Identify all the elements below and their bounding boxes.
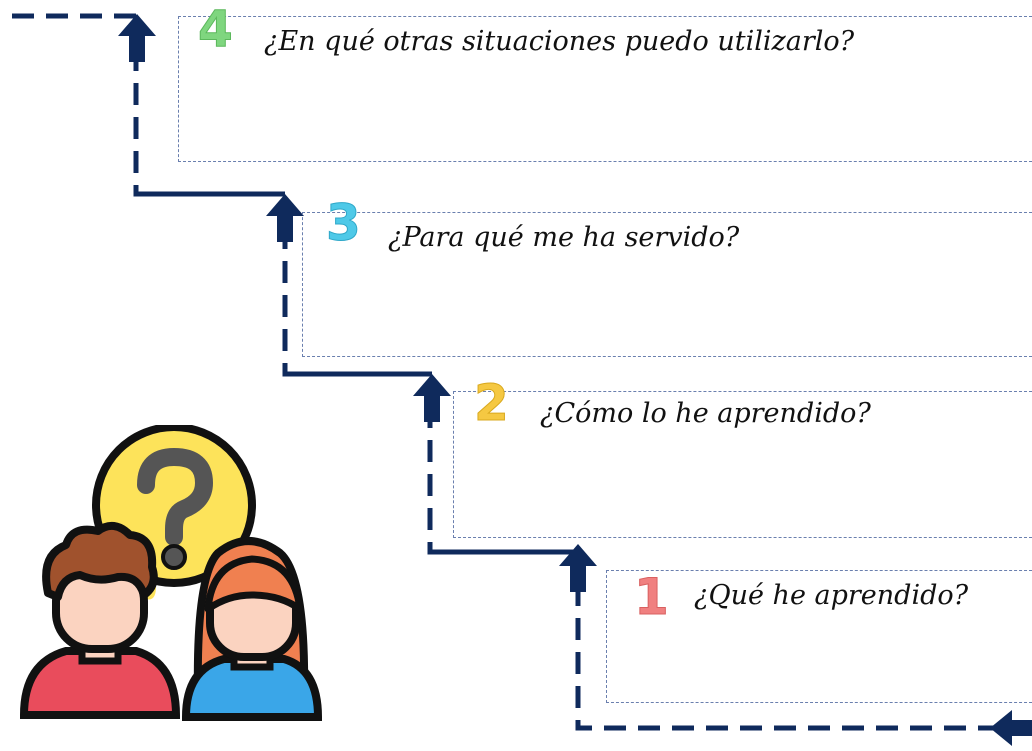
people-question-icon [19,425,323,721]
arrow-up-icon [118,14,156,62]
step-1-question: ¿Qué he aprendido? [694,580,969,611]
step-2-number: 2 [474,374,510,432]
step-2-question: ¿Cómo lo he aprendido? [540,398,871,429]
step-3-question: ¿Para qué me ha servido? [388,222,740,253]
arrow-up-icon [266,194,304,242]
arrow-up-icon [413,374,451,422]
step-3-number: 3 [326,194,362,252]
step-3-box [302,212,1032,357]
step-2-box [453,391,1032,538]
arrow-left-icon [990,710,1032,746]
step-1-box [606,570,1032,703]
step-4-box [178,16,1032,162]
step-4-question: ¿En qué otras situaciones puedo utilizar… [264,26,855,57]
step-4-number: 4 [198,0,234,58]
step-1-number: 1 [634,568,670,626]
arrow-up-icon [559,544,597,592]
